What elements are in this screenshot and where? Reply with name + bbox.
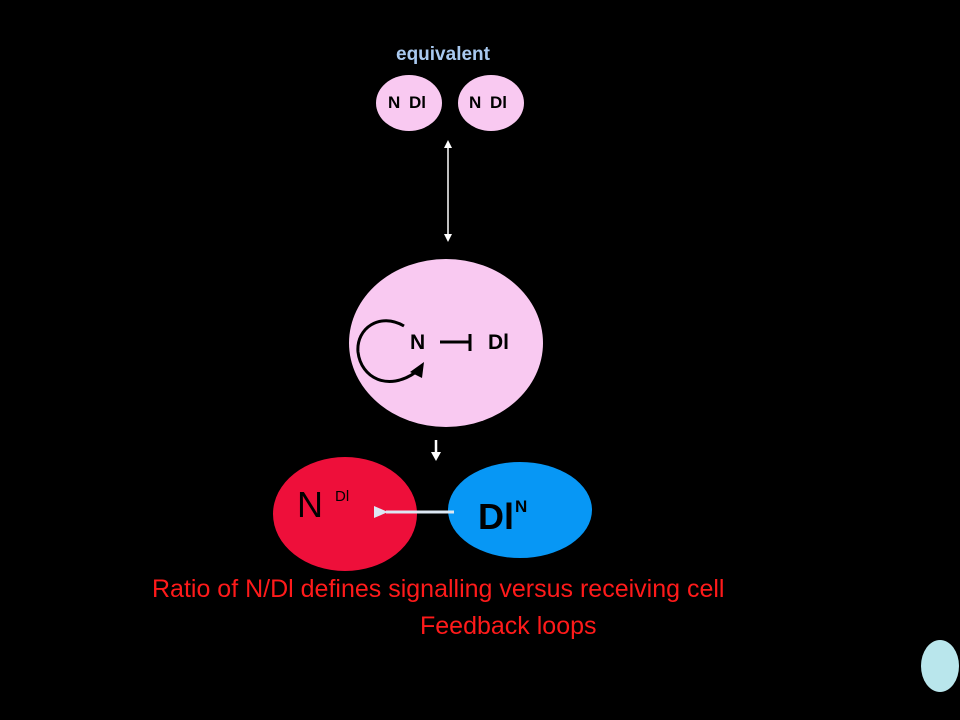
signalling-cell-dl-label: Dl <box>478 496 514 537</box>
top-cell-right <box>458 75 524 131</box>
corner-dot <box>921 640 959 692</box>
caption-ratio-text: Ratio of N/Dl defines signalling versus … <box>152 575 725 603</box>
receiving-cell-n-label: N <box>297 484 323 525</box>
top-cell-right-n-label: N <box>469 93 482 112</box>
top-cell-left-n-label: N <box>388 93 401 112</box>
top-cell-left <box>376 75 442 131</box>
down-arrowhead-icon <box>431 452 441 461</box>
feedback-loop-arrow <box>356 319 417 383</box>
signalling-cell-n-superscript: N <box>515 497 528 516</box>
receiving-cell-red <box>273 457 417 571</box>
caption-feedback-text: Feedback loops <box>420 612 597 640</box>
equivalent-label: equivalent <box>396 44 490 65</box>
signalling-cell-blue <box>448 462 592 558</box>
top-cell-left-dl-label: Dl <box>409 93 426 112</box>
middle-cell-dl-label: Dl <box>488 331 509 354</box>
top-cell-right-dl-label: Dl <box>490 93 507 112</box>
receiving-cell-dl-superscript: Dl <box>335 488 350 505</box>
middle-cell-n-label: N <box>410 331 426 354</box>
feedback-loop-arrowhead-icon <box>410 362 424 378</box>
